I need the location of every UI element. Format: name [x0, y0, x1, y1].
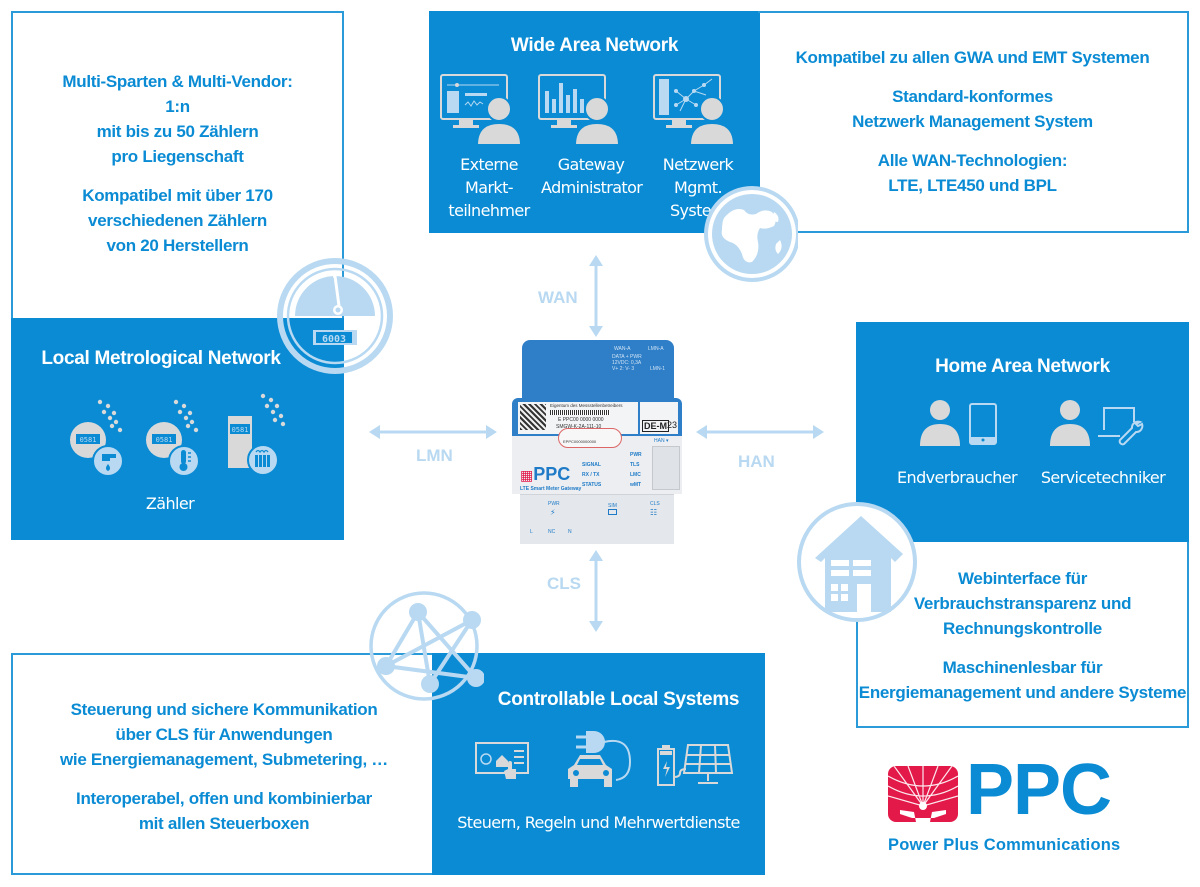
- device-top-cap: DATA + PWR 12VDC: 0,3A V+ 2: V- 3 WAN-A …: [522, 340, 674, 400]
- han-info-line: Verbrauchstransparenz und: [913, 594, 1132, 613]
- qr-code-icon: [520, 404, 546, 430]
- wan-panel: Wide Area Network: [429, 11, 760, 233]
- lmn-info-line: Kompatibel mit über 170: [82, 186, 273, 205]
- cls-info-line: über CLS für Anwendungen: [115, 725, 333, 744]
- water-meter-icon: 0581: [68, 388, 148, 478]
- device-power-spec: DATA + PWR 12VDC: 0,3A V+ 2: V- 3: [612, 354, 642, 372]
- svg-text:0581: 0581: [80, 436, 97, 444]
- lmn-info-line: mit bis zu 50 Zählern: [96, 122, 259, 141]
- lightning-icon: ⚡: [550, 508, 556, 517]
- wan-info-line: Standard-konformes: [892, 87, 1053, 106]
- wan-title: Wide Area Network: [510, 35, 679, 56]
- house-icon: [795, 500, 925, 630]
- wan-connector-label: WAN: [538, 288, 578, 307]
- globe-icon: [702, 178, 798, 288]
- han-role-consumer: Endverbraucher: [897, 468, 1018, 487]
- cls-connector-label: CLS: [547, 574, 581, 593]
- han-info-line: Maschinenlesbar für: [942, 658, 1103, 677]
- smart-home-panel-icon: [474, 739, 534, 787]
- lmn-info-line: 1:n: [165, 97, 190, 116]
- heat-cost-allocator-icon: 0581: [221, 384, 301, 479]
- ppc-logo: PPC Power Plus Communications: [888, 750, 1158, 862]
- cls-panel: Controllable Local Systems: [432, 653, 765, 875]
- heat-meter-icon: 0581: [144, 388, 224, 478]
- cls-info-text: Steuerung und sichere Kommunikation über…: [13, 697, 435, 836]
- lmn-info-line: Multi-Sparten & Multi-Vendor:: [62, 72, 293, 91]
- han-info-text: Webinterface für Verbrauchstransparenz u…: [848, 566, 1197, 705]
- wan-info-line: Alle WAN-Technologien:: [877, 151, 1068, 170]
- cls-info-line: mit allen Steuerboxen: [138, 814, 310, 833]
- wan-connector-arrow: [588, 254, 604, 338]
- device-seal: EPPC0000000000: [558, 428, 622, 448]
- device-front: EPPC0000000000 ▦PPC LTE Smart Meter Gate…: [512, 428, 682, 494]
- wan-info-line: LTE, LTE450 und BPL: [888, 176, 1057, 195]
- svg-text:0581: 0581: [156, 436, 173, 444]
- lmn-connector-label: LMN: [416, 446, 453, 465]
- ppc-logo-tagline: Power Plus Communications: [888, 836, 1121, 854]
- han-panel: Home Area Network Endverbraucher Service…: [856, 322, 1189, 544]
- gateway-admin-workstation-icon: [537, 73, 627, 147]
- cls-port-icon: ☷: [650, 508, 658, 517]
- han-info-line: Rechnungskontrolle: [943, 619, 1102, 638]
- device-port-wan: WAN-A: [614, 346, 631, 352]
- han-info-line: Energiemanagement und andere Systeme: [858, 683, 1187, 702]
- network-mgmt-workstation-icon: [652, 73, 742, 147]
- cls-title: Controllable Local Systems: [497, 689, 740, 710]
- wan-info-text: Kompatibel zu allen GWA und EMT Systemen…: [758, 45, 1187, 198]
- device-cert-sticker: DE-M 23: [640, 402, 678, 434]
- device-port-lmn: LMN-A: [648, 346, 664, 352]
- wan-info-line: Netzwerk Management System: [852, 112, 1093, 131]
- market-participant-workstation-icon: [439, 73, 529, 147]
- device-terminal: PWR ⚡ L NC N SIM CLS ☷: [520, 494, 674, 544]
- ppc-logo-mark-icon: [888, 766, 958, 822]
- consumer-tablet-icon: [918, 398, 1008, 448]
- han-port: [652, 446, 680, 490]
- wan-role-gwa: Gateway Administrator: [541, 155, 643, 197]
- svg-text:0581: 0581: [232, 426, 249, 434]
- wan-info-line: Kompatibel zu allen GWA und EMT Systemen: [795, 48, 1150, 67]
- device-subtitle: LTE Smart Meter Gateway: [520, 486, 582, 492]
- svg-text:6003: 6003: [322, 334, 346, 345]
- sim-icon: [608, 509, 617, 515]
- ppc-logo-wordmark: PPC: [966, 750, 1112, 830]
- electric-car-icon: [564, 727, 644, 797]
- han-title: Home Area Network: [935, 356, 1110, 377]
- lmn-info-text: Multi-Sparten & Multi-Vendor: 1:n mit bi…: [13, 69, 342, 258]
- han-connector-label: HAN: [738, 452, 775, 471]
- cls-info-line: wie Energiemanagement, Submetering, …: [59, 750, 389, 769]
- cls-info-panel: Steuerung und sichere Kommunikation über…: [11, 653, 435, 875]
- cls-info-line: Interoperabel, offen und kombinierbar: [76, 789, 372, 808]
- lmn-info-line: von 20 Herstellern: [106, 236, 249, 255]
- barcode-icon: [550, 410, 610, 415]
- cls-info-line: Steuerung und sichere Kommunikation: [70, 700, 378, 719]
- cls-label: Steuern, Regeln und Mehrwertdienste: [457, 813, 740, 832]
- lmn-info-line: pro Liegenschaft: [111, 147, 244, 166]
- smart-meter-gateway-device: DATA + PWR 12VDC: 0,3A V+ 2: V- 3 WAN-A …: [512, 340, 682, 546]
- technician-laptop-icon: [1048, 398, 1148, 448]
- han-info-line: Webinterface für: [957, 569, 1088, 588]
- lmn-info-line: verschiedenen Zählern: [88, 211, 267, 230]
- lmn-title: Local Metrological Network: [41, 348, 281, 369]
- device-port-lmn1: LMN-1: [650, 366, 666, 372]
- cls-connector-arrow: [588, 549, 604, 633]
- han-connector-arrow: [695, 424, 825, 440]
- device-led-labels-left: SIGNAL RX / TX STATUS: [582, 462, 602, 488]
- lmn-panel: Local Metrological Network 0581 0581: [11, 318, 344, 540]
- device-brand: ▦PPC: [520, 464, 571, 484]
- wan-info-panel: Kompatibel zu allen GWA und EMT Systemen…: [758, 11, 1189, 233]
- device-led-labels-right: PWR TLS LMC wMT: [630, 452, 642, 488]
- lmn-connector-arrow: [368, 424, 498, 440]
- lmn-label: Zähler: [145, 494, 195, 513]
- han-role-technician: Servicetechniker: [1040, 468, 1166, 487]
- wan-role-market: Externe Markt- teilnehmer: [448, 155, 530, 220]
- lmn-info-panel: Multi-Sparten & Multi-Vendor: 1:n mit bi…: [11, 11, 344, 320]
- network-nodes-icon: [364, 586, 484, 706]
- gauge-meter-icon: 6003: [273, 254, 397, 374]
- battery-solar-icon: [656, 741, 734, 791]
